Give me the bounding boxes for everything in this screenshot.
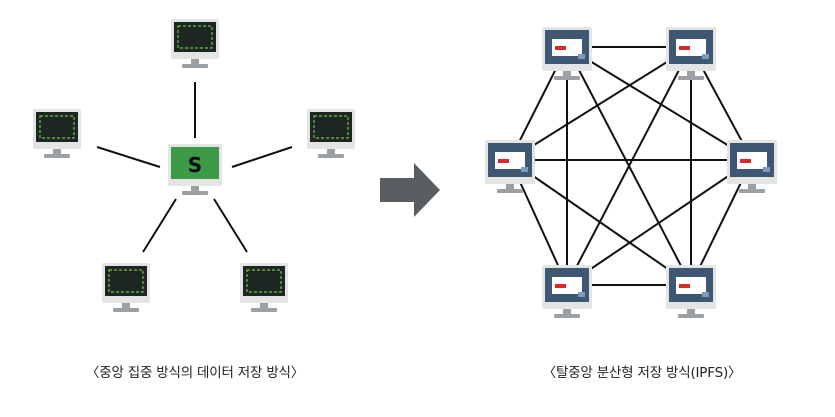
ipfs-node-monitor-icon [666,265,716,318]
client-monitor-left [33,109,81,158]
mesh-link [509,46,692,161]
client-monitor-icon [33,109,81,158]
ipfs-node-monitor-icon [727,140,777,193]
star-link [231,146,293,168]
ipfs-node-bottom-right [666,265,716,318]
centralized-links [96,82,293,253]
ipfs-node-top-left [542,27,592,80]
ipfs-node-middle-left [485,140,535,193]
star-link [96,146,161,168]
server-monitor-icon [168,144,222,195]
mesh-link [509,159,692,286]
client-monitor-icon [307,109,355,158]
transition-arrow [380,163,440,217]
server-label: S [188,153,202,177]
server-monitor: S [168,144,222,195]
star-link [213,198,248,253]
ipfs-node-bottom-left [542,265,592,318]
right-arrow-icon [380,163,440,217]
client-monitor-top [171,19,219,68]
client-monitor-icon [171,19,219,68]
ipfs-node-monitor-icon [542,265,592,318]
mesh-link [566,159,753,286]
decentralized-links [509,46,753,286]
decentralized-network [485,27,777,318]
ipfs-node-top-right [666,27,716,80]
decentralized-caption: 〈탈중앙 분산형 저장 방식(IPFS)〉 [542,365,742,381]
centralized-network: S [33,19,355,312]
mesh-link [566,46,753,161]
centralized-caption: 〈중앙 집중 방식의 데이터 저장 방식〉 [85,365,305,381]
client-monitor-bottom-left [102,263,150,312]
ipfs-node-monitor-icon [666,27,716,80]
ipfs-node-monitor-icon [542,27,592,80]
ipfs-node-middle-right [727,140,777,193]
ipfs-node-monitor-icon [485,140,535,193]
client-monitor-icon [102,263,150,312]
mesh-link [566,46,692,286]
star-link [142,198,177,253]
client-monitor-bottom-right [240,263,288,312]
client-monitor-icon [240,263,288,312]
client-monitor-right [307,109,355,158]
